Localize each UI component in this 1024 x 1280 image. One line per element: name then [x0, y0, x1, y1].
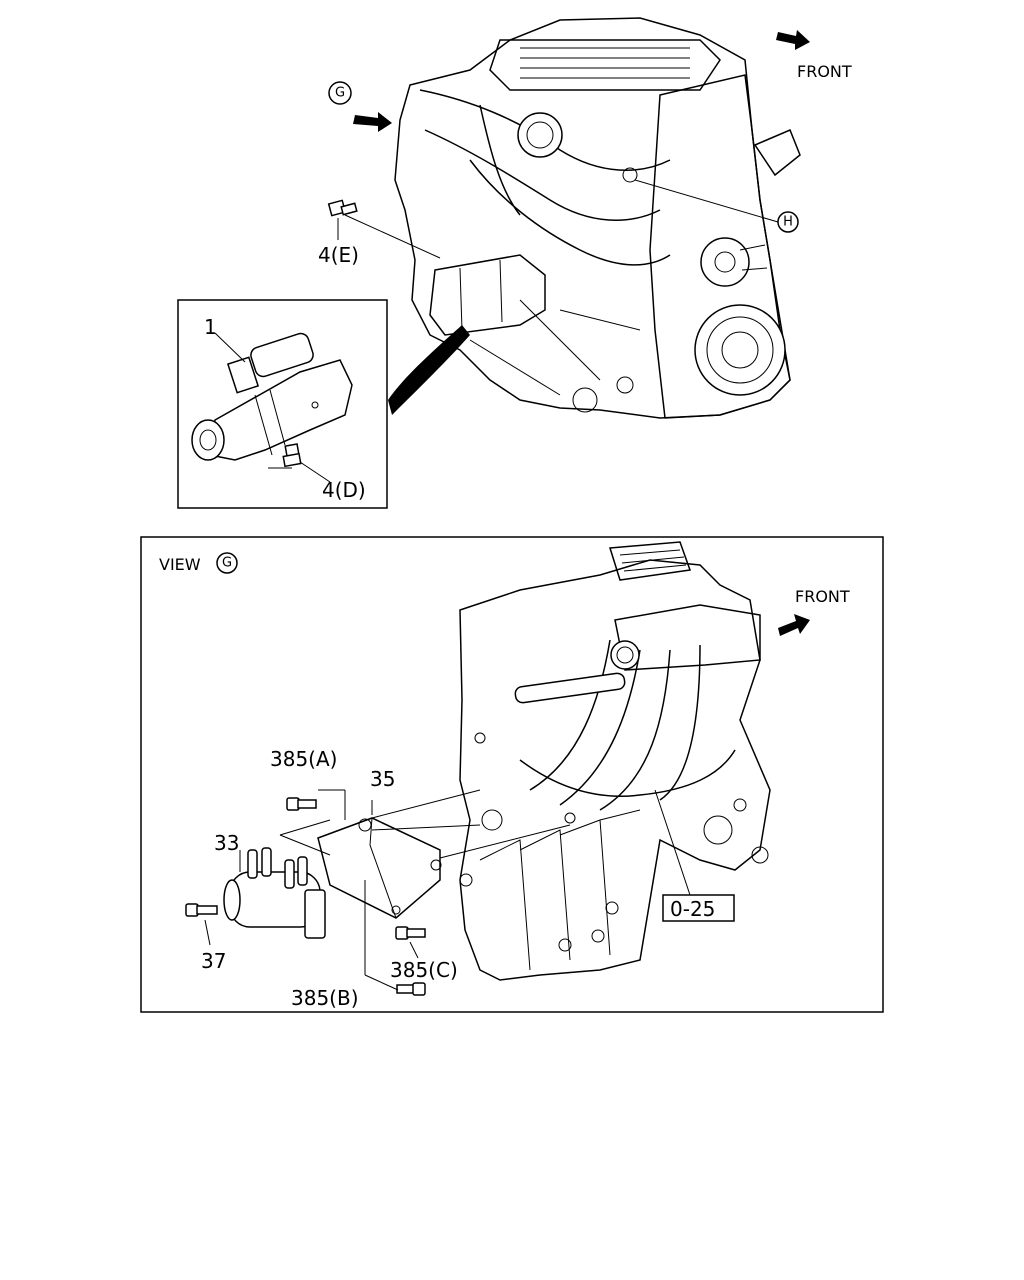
top-engine-illustration [327, 17, 810, 419]
leader-lines [204, 789, 691, 991]
reference-box-0-25: 0-25 [662, 894, 735, 922]
starter-inset-frame [177, 299, 388, 509]
callout-385c: 385(C) [390, 958, 458, 982]
front-label-top: FRONT [797, 62, 852, 81]
view-g-direction-arrow [353, 112, 392, 132]
view-g-marker: G [328, 81, 352, 105]
view-title: VIEW [159, 555, 201, 574]
view-title-marker: G [216, 552, 238, 574]
callout-33: 33 [214, 831, 239, 855]
callout-4e: 4(E) [318, 243, 359, 267]
callout-385a: 385(A) [270, 747, 337, 771]
svg-text:G: G [222, 556, 232, 571]
front-label-bottom: FRONT [795, 587, 850, 606]
callout-4d: 4(D) [322, 478, 366, 502]
bolt-385b [396, 982, 426, 996]
bolt-385a [286, 797, 317, 811]
ignition-coil-33 [223, 847, 326, 939]
svg-text:0-25: 0-25 [670, 897, 715, 921]
bolt-385c [395, 926, 426, 940]
front-arrow-icon-bottom [778, 614, 810, 636]
bolt-4e [327, 199, 358, 217]
bracket-35 [317, 817, 442, 919]
view-g-frame [140, 536, 884, 1013]
callout-385b: 385(B) [291, 986, 359, 1010]
callout-1: 1 [204, 315, 217, 339]
starter-motor-illustration [191, 332, 353, 483]
bolt-37 [185, 903, 218, 917]
svg-text:H: H [783, 215, 793, 230]
front-arrow-icon [776, 30, 810, 50]
callout-35: 35 [370, 767, 395, 791]
callout-37: 37 [201, 949, 226, 973]
marker-h: H [777, 211, 799, 233]
svg-text:G: G [335, 86, 345, 101]
intake-manifold-illustration [459, 541, 771, 981]
